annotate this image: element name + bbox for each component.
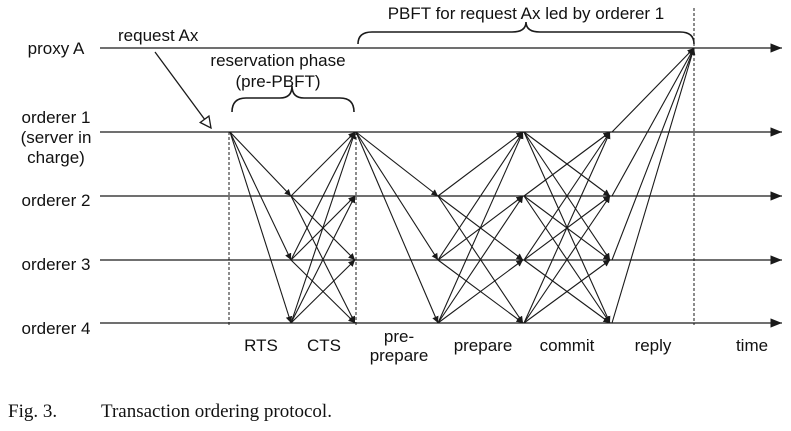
timeline-label-1-0: orderer 1 (22, 108, 91, 127)
message-arrow-35 (523, 259, 611, 324)
figure-caption-text: Transaction ordering protocol. (101, 401, 332, 422)
message-arrow-0 (229, 131, 292, 197)
reservation-brace (231, 85, 355, 113)
timelines (100, 43, 782, 328)
phase-preprepare-line2: prepare (370, 346, 429, 365)
message-arrow-4 (290, 131, 356, 261)
message-arrow-8 (290, 195, 356, 261)
request-arrow (154, 51, 211, 128)
message-arrow-38 (611, 47, 695, 261)
message-arrow-13 (355, 131, 439, 261)
message-arrow-3 (290, 131, 356, 197)
phase-separators (228, 8, 695, 325)
phase-cts: CTS (307, 336, 341, 355)
phase-prepare: prepare (454, 336, 513, 355)
pbft-label: PBFT for request Ax led by orderer 1 (388, 4, 665, 23)
message-arrow-11 (290, 259, 356, 324)
pbft-brace (357, 21, 695, 45)
timeline-label-1-2: charge) (27, 148, 85, 167)
timeline-label-1-1: (server in (21, 128, 92, 147)
phase-reply: reply (635, 336, 672, 355)
timeline-label-2-0: orderer 2 (22, 191, 91, 210)
message-arrow-21 (437, 131, 524, 324)
message-arrow-30 (523, 131, 611, 261)
message-arrow-23 (437, 259, 524, 324)
message-arrow-39 (611, 47, 696, 324)
figure-caption: Fig. 3. Transaction ordering protocol. (8, 401, 332, 422)
message-arrow-27 (523, 131, 611, 197)
message-arrow-14 (355, 131, 439, 324)
message-arrow-12 (355, 131, 439, 197)
message-arrow-37 (611, 47, 695, 197)
message-arrow-1 (229, 131, 292, 261)
request-label: request Ax (118, 26, 199, 45)
message-arrow-10 (290, 195, 356, 324)
message-arrow-33 (523, 131, 611, 324)
pre-pbft-label: (pre-PBFT) (236, 72, 321, 91)
phase-rts: RTS (244, 336, 278, 355)
message-arrow-15 (437, 131, 524, 197)
message-arrow-22 (437, 195, 524, 324)
time-label: time (736, 336, 768, 355)
message-arrow-34 (523, 195, 611, 324)
timeline-label-3-0: orderer 3 (22, 255, 91, 274)
phase-preprepare-line1: pre- (384, 327, 414, 346)
timeline-label-4-0: orderer 4 (22, 319, 91, 338)
message-arrow-2 (229, 131, 293, 324)
message-arrow-18 (437, 131, 524, 261)
phase-commit: commit (540, 336, 595, 355)
message-arrow-36 (611, 47, 695, 133)
timeline-label-0-0: proxy A (28, 39, 85, 58)
figure-number: Fig. 3. (8, 401, 57, 422)
reservation-phase-label: reservation phase (210, 51, 345, 70)
message-arrows (229, 47, 696, 324)
